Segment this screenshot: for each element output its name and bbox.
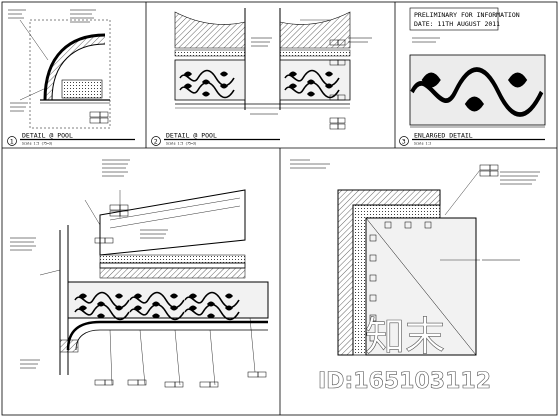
- detail-number-1: 1: [10, 138, 14, 146]
- detail-4-section: [39, 189, 269, 388]
- detail-scale-1: Scale 1:5 (75=3): [22, 142, 53, 146]
- detail-title-text-2: DETAIL @ POOL: [166, 132, 217, 140]
- annotation-marks: [8, 9, 540, 369]
- detail-3-drawing: PRELIMINARY FOR INFORMATION DATE: 11TH A…: [409, 7, 546, 128]
- stamp-line-1: PRELIMINARY FOR INFORMATION: [414, 11, 520, 19]
- detail-5-plan: [337, 164, 499, 356]
- detail-1-drawing: [19, 19, 111, 129]
- detail-scale-3: Scale 1:2: [414, 142, 431, 146]
- detail-title-3: 3 ENLARGED DETAIL Scale 1:2: [399, 132, 545, 146]
- detail-title-text-3: ENLARGED DETAIL: [414, 132, 473, 140]
- stamp-line-2: DATE: 11TH AUGUST 2011: [414, 20, 500, 28]
- detail-2-drawing: [174, 8, 351, 130]
- watermark-logo: 知末: [365, 314, 445, 360]
- detail-number-3: 3: [402, 138, 406, 146]
- watermark: 知末 ID:165103112: [318, 314, 492, 395]
- detail-title-1: 1 DETAIL @ POOL Scale 1:5 (75=3): [7, 132, 135, 146]
- detail-title-text-1: DETAIL @ POOL: [22, 132, 73, 140]
- watermark-id: ID:165103112: [318, 369, 491, 394]
- detail-title-2: 2 DETAIL @ POOL Scale 1:5 (75=3): [151, 132, 280, 146]
- detail-scale-2: Scale 1:5 (75=3): [166, 142, 197, 146]
- detail-number-2: 2: [154, 138, 158, 146]
